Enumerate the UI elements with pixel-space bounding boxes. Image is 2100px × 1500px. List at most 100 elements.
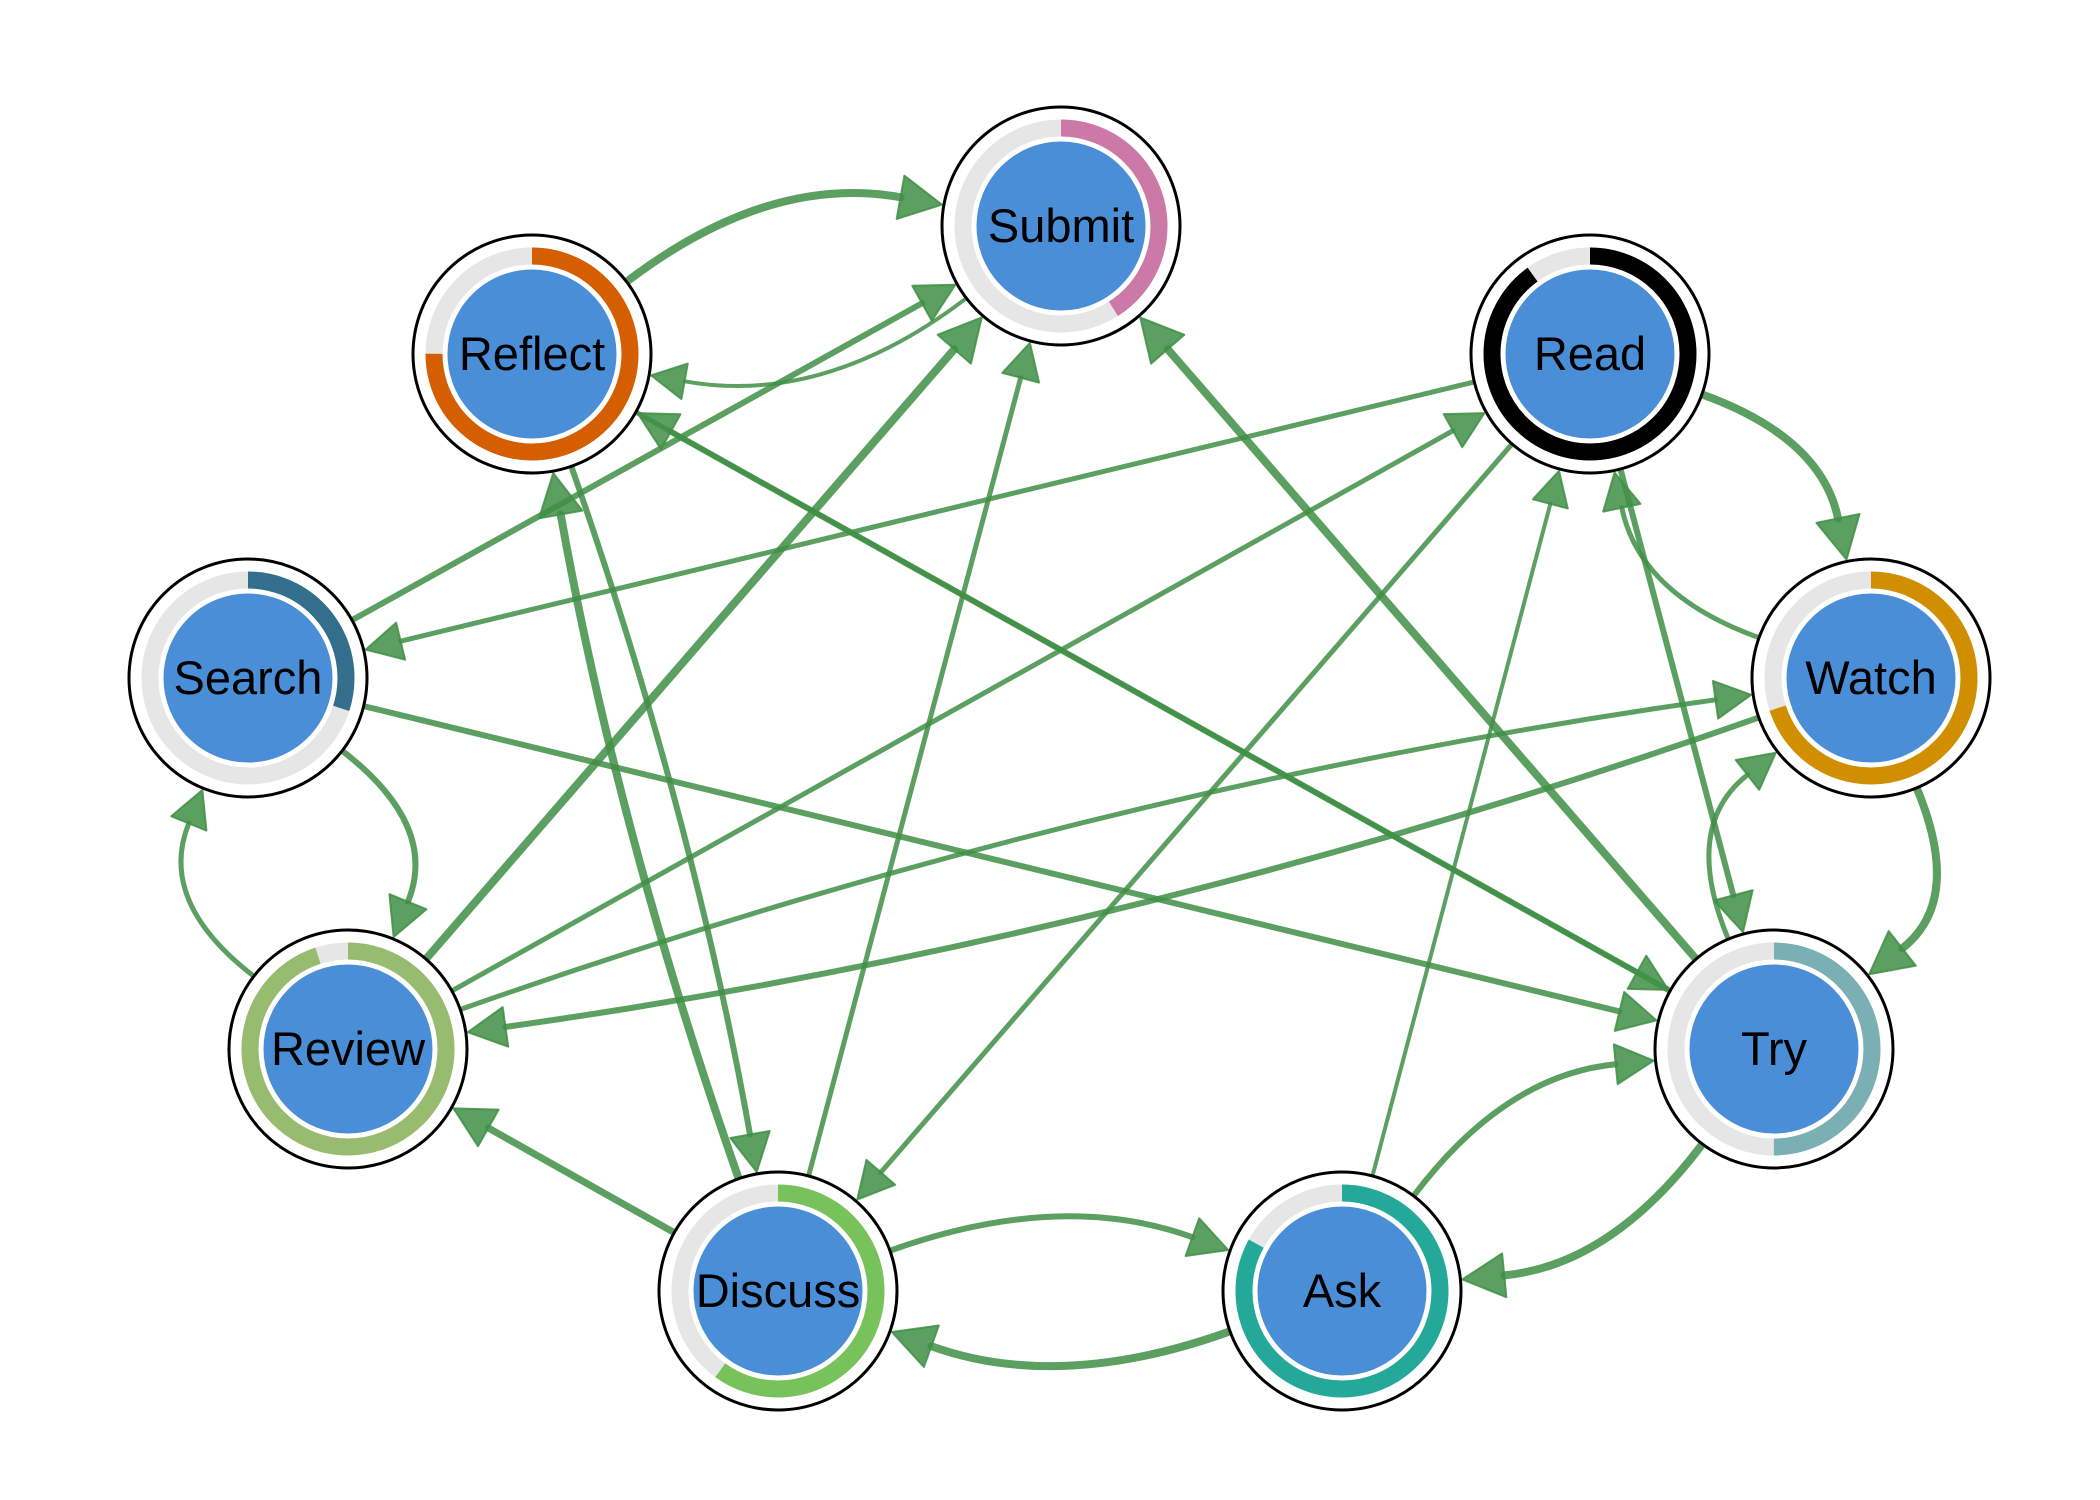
edge-line [1619,505,1762,641]
edge-line [484,1124,678,1237]
nodes-layer: Submit Reflect Read Search Watch Review … [127,105,1992,1412]
edge-review-to-submit[interactable] [421,316,983,964]
arrowhead-icon [729,1129,771,1173]
edge-line [806,375,1024,1179]
arrowhead-icon [1711,679,1753,720]
arrowhead-icon [1868,930,1917,976]
node-label-submit: Submit [988,199,1134,252]
edge-discuss-to-reflect[interactable] [538,472,743,1183]
node-label-search: Search [174,651,323,704]
arrowhead-icon [650,362,689,401]
edge-line [633,409,1640,975]
arrowhead-icon [936,316,983,365]
edge-reflect-to-try[interactable] [633,409,1670,991]
edge-line [349,300,926,624]
edge-line [178,820,257,979]
edge-line [878,441,1515,1175]
edge-line [682,296,969,388]
edge-ask-to-try[interactable] [1410,1043,1655,1199]
edge-try-to-submit[interactable] [1139,316,1701,964]
progress-arc-submit [954,119,1168,333]
edge-line [622,189,905,286]
edge-line [339,747,419,905]
progress-arc-try [1667,942,1881,1156]
progress-arc-review [241,942,455,1156]
arrowhead-icon [1531,469,1569,510]
node-core-reflect [444,266,620,442]
edge-search-to-review[interactable] [339,747,428,938]
arrowhead-icon [890,1324,940,1368]
node-reflect[interactable]: Reflect [411,233,653,475]
edge-line [556,510,743,1183]
node-core-search [160,590,336,766]
node-search[interactable]: Search [127,557,369,799]
node-ask[interactable]: Ask [1221,1170,1463,1412]
edge-read-to-search[interactable] [364,379,1477,661]
node-label-reflect: Reflect [459,327,605,380]
edge-review-to-read[interactable] [449,412,1486,994]
arrowhead-icon [1734,751,1777,791]
edge-line [1706,772,1750,942]
node-review[interactable]: Review [227,928,469,1170]
arrowhead-icon [388,893,428,938]
node-watch[interactable]: Watch [1750,557,1992,799]
edge-line [1410,1061,1619,1199]
edge-line [421,345,959,964]
node-read[interactable]: Read [1469,233,1711,475]
arrowhead-icon [1139,316,1186,365]
edge-ask-to-discuss[interactable] [890,1324,1235,1371]
edge-watch-to-review[interactable] [466,714,1762,1048]
node-try[interactable]: Try [1653,928,1895,1170]
node-core-ask [1254,1203,1430,1379]
node-submit[interactable]: Submit [940,105,1182,347]
node-label-read: Read [1534,327,1646,380]
edge-discuss-to-submit[interactable] [806,341,1041,1179]
edge-discuss-to-ask[interactable] [886,1213,1230,1257]
node-core-try [1686,961,1862,1137]
arrowhead-icon [895,174,943,220]
edge-line [568,463,754,1138]
edge-line [1500,1140,1707,1280]
arrowhead-icon [1613,991,1658,1032]
node-discuss[interactable]: Discuss [657,1170,899,1412]
edge-read-to-try[interactable] [1617,466,1754,934]
node-label-review: Review [271,1022,426,1075]
progress-arc-read [1483,247,1697,461]
edge-review-to-search[interactable] [170,789,257,979]
edge-submit-to-reflect[interactable] [650,296,969,401]
progress-arc-ask [1235,1184,1449,1398]
edge-ask-to-read[interactable] [1370,469,1569,1178]
edge-line [502,714,1762,1030]
edge-reflect-to-submit[interactable] [622,174,943,286]
progress-arc-search [141,571,355,785]
arrowhead-icon [170,789,208,832]
edge-read-to-watch[interactable] [1697,390,1861,561]
arrowhead-icon [1461,1252,1508,1299]
node-label-watch: Watch [1805,651,1936,704]
edge-review-to-watch[interactable] [457,679,1753,1012]
progress-arc-discuss [671,1184,885,1398]
arrowhead-icon [1184,1217,1230,1257]
edge-discuss-to-review[interactable] [452,1107,678,1237]
edge-read-to-discuss[interactable] [856,441,1515,1201]
edge-search-to-submit[interactable] [349,283,957,624]
arrowhead-icon [452,1107,500,1148]
arrowhead-icon [538,472,584,520]
progress-arc-reflect [425,247,639,461]
edge-try-to-watch[interactable] [1706,751,1777,942]
edge-reflect-to-discuss[interactable] [568,463,771,1173]
edge-watch-to-try[interactable] [1868,783,1941,976]
node-label-discuss: Discuss [696,1264,861,1317]
arrowhead-icon [1815,512,1861,561]
node-core-review [260,961,436,1137]
node-core-submit [973,138,1149,314]
edge-try-to-ask[interactable] [1461,1140,1707,1299]
edge-line [1163,345,1701,964]
edge-line [927,1327,1235,1371]
arrowhead-icon [1612,1043,1655,1086]
node-core-watch [1783,590,1959,766]
edges-layer [170,174,1941,1371]
edge-search-to-try[interactable] [360,703,1658,1032]
arrowhead-icon [466,1006,510,1048]
